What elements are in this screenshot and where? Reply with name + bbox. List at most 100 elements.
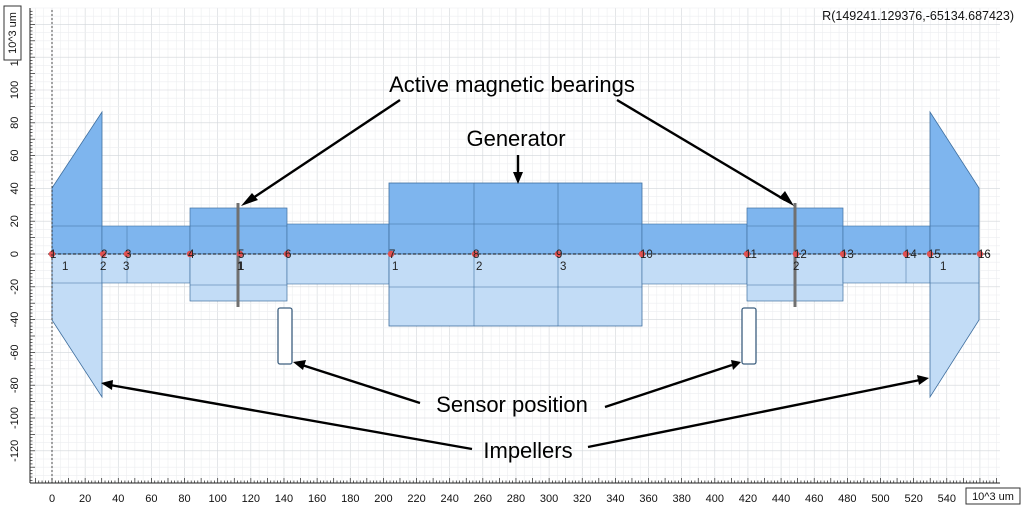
y-tick-label: -20 bbox=[9, 279, 21, 295]
node-label: 11 bbox=[745, 249, 757, 261]
x-tick-label: 160 bbox=[308, 493, 326, 505]
element-label: 1 bbox=[237, 261, 243, 273]
element-label: 3 bbox=[560, 261, 566, 273]
node-label: 13 bbox=[841, 249, 854, 261]
right-sensor-marker[interactable] bbox=[741, 307, 757, 365]
x-unit-box: 10^3 um bbox=[965, 487, 1021, 505]
label-active-magnetic-bearings: Active magnetic bearings bbox=[389, 72, 635, 97]
y-tick-label: -100 bbox=[9, 407, 21, 429]
shaft-segment[interactable] bbox=[286, 253, 390, 285]
shaft-segment[interactable] bbox=[101, 225, 191, 255]
coordinate-readout: R(149241.129376,-65134.687423) bbox=[822, 9, 1014, 23]
element-label: 1 bbox=[62, 261, 68, 273]
node-label: 8 bbox=[473, 249, 479, 261]
node-marker[interactable] bbox=[743, 250, 751, 258]
left-sensor-marker[interactable] bbox=[277, 307, 293, 365]
x-tick-label: 400 bbox=[706, 493, 724, 505]
y-tick-label: -40 bbox=[9, 312, 21, 328]
node-label: 12 bbox=[794, 249, 807, 261]
x-tick-label: 300 bbox=[540, 493, 558, 505]
y-tick-label: -60 bbox=[9, 344, 21, 360]
shaft-segment[interactable] bbox=[842, 253, 931, 284]
x-tick-label: 40 bbox=[112, 493, 124, 505]
node-label: 4 bbox=[188, 249, 195, 261]
x-tick-label: 220 bbox=[407, 493, 425, 505]
y-tick-label: 20 bbox=[9, 215, 21, 227]
node-marker[interactable] bbox=[839, 250, 847, 258]
x-tick-label: 20 bbox=[79, 493, 91, 505]
generator-lower[interactable] bbox=[388, 253, 643, 327]
node-marker[interactable] bbox=[902, 250, 910, 258]
node-marker[interactable] bbox=[926, 250, 934, 258]
node-marker[interactable] bbox=[123, 250, 131, 258]
shaft-segment[interactable] bbox=[641, 223, 748, 255]
node-marker[interactable] bbox=[387, 250, 395, 258]
x-axis-unit: 10^3 um bbox=[972, 491, 1014, 503]
node-marker[interactable] bbox=[554, 250, 562, 258]
x-tick-label: 100 bbox=[209, 493, 227, 505]
node-marker[interactable] bbox=[976, 250, 984, 258]
x-tick-label: 340 bbox=[606, 493, 624, 505]
node-marker[interactable] bbox=[638, 250, 646, 258]
node-label: 5 bbox=[238, 249, 244, 261]
y-tick-label: -120 bbox=[9, 440, 21, 462]
label-generator: Generator bbox=[466, 126, 565, 151]
x-tick-label: 380 bbox=[672, 493, 690, 505]
x-tick-label: 240 bbox=[441, 493, 459, 505]
node-marker[interactable] bbox=[283, 250, 291, 258]
x-tick-label: 540 bbox=[938, 493, 956, 505]
y-tick-label: 0 bbox=[9, 251, 21, 257]
element-label: 2 bbox=[793, 261, 799, 273]
shaft-segment[interactable] bbox=[842, 225, 931, 255]
shaft-segment[interactable] bbox=[641, 253, 748, 285]
x-tick-label: 520 bbox=[904, 493, 922, 505]
label-sensor-position: Sensor position bbox=[436, 392, 588, 417]
x-tick-label: 460 bbox=[805, 493, 823, 505]
generator-upper[interactable] bbox=[388, 182, 643, 255]
x-tick-label: 120 bbox=[242, 493, 260, 505]
node-label: 7 bbox=[389, 249, 395, 261]
y-axis-unit: 10^3 um bbox=[7, 12, 19, 54]
x-tick-label: 80 bbox=[178, 493, 190, 505]
rotor-model bbox=[48, 110, 990, 399]
annotation-arrowheads bbox=[101, 172, 929, 390]
x-tick-label: 280 bbox=[507, 493, 525, 505]
element-label: 1 bbox=[238, 261, 244, 273]
x-tick-label: 360 bbox=[639, 493, 657, 505]
x-tick-label: 260 bbox=[474, 493, 492, 505]
node-marker[interactable] bbox=[99, 250, 107, 258]
x-tick-label: 200 bbox=[374, 493, 392, 505]
shaft-segment[interactable] bbox=[286, 223, 390, 255]
node-label: 14 bbox=[904, 249, 917, 261]
node-marker[interactable] bbox=[186, 250, 194, 258]
x-tick-label: 60 bbox=[145, 493, 157, 505]
node-label: 10 bbox=[640, 249, 653, 261]
x-tick-label: 0 bbox=[49, 493, 55, 505]
label-impellers: Impellers bbox=[483, 438, 572, 463]
node-marker[interactable] bbox=[236, 250, 244, 258]
node-label: 2 bbox=[101, 249, 107, 261]
right-impeller-lower[interactable] bbox=[929, 253, 980, 399]
node-marker[interactable] bbox=[471, 250, 479, 258]
x-tick-label: 440 bbox=[772, 493, 790, 505]
node-label: 9 bbox=[556, 249, 562, 261]
element-label: 1 bbox=[392, 261, 398, 273]
annotation-arrows bbox=[109, 98, 921, 451]
y-tick-label: 40 bbox=[9, 182, 21, 194]
x-tick-label: 420 bbox=[739, 493, 757, 505]
axes bbox=[29, 8, 1000, 484]
element-label: 1 bbox=[940, 261, 946, 273]
y-tick-label: -80 bbox=[9, 377, 21, 393]
node-marker[interactable] bbox=[792, 250, 800, 258]
x-tick-label: 320 bbox=[573, 493, 591, 505]
y-tick-label: 80 bbox=[9, 117, 21, 129]
y-tick-label: 100 bbox=[9, 81, 21, 99]
shaft-segment[interactable] bbox=[101, 253, 191, 284]
element-label: 3 bbox=[123, 261, 129, 273]
node-label: 3 bbox=[125, 249, 131, 261]
x-tick-label: 480 bbox=[838, 493, 856, 505]
